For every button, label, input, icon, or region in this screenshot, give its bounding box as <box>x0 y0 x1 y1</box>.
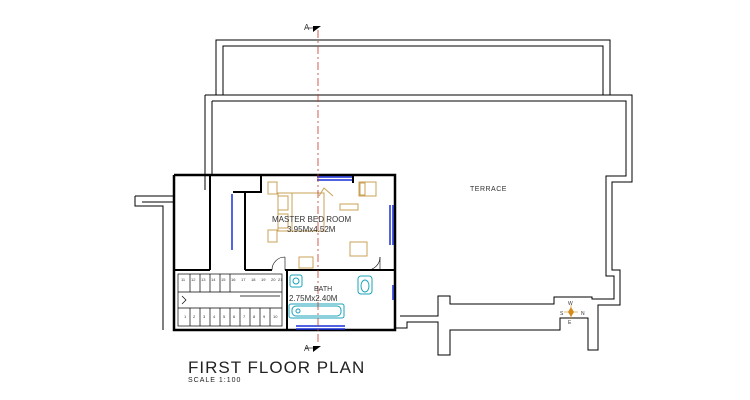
washbasin <box>289 274 303 288</box>
stair-number: 18 <box>251 277 256 282</box>
stair-number: 21 <box>278 277 283 282</box>
top-balcony <box>215 39 611 96</box>
section-label-bottom: A <box>304 344 310 353</box>
stair-number: 19 <box>261 277 266 282</box>
stair-number: 7 <box>243 314 246 319</box>
stair-number: 6 <box>233 314 236 319</box>
bathtub <box>288 303 345 319</box>
compass-w: W <box>568 301 573 307</box>
building-walls <box>172 173 397 332</box>
armchair <box>358 181 377 197</box>
nightstand-bottom <box>267 229 278 243</box>
stair-number: 20 <box>271 277 276 282</box>
stair-number: 13 <box>201 277 206 282</box>
stair-number: 16 <box>231 277 236 282</box>
stair-number: 12 <box>191 277 196 282</box>
bed <box>277 192 325 232</box>
drawing-scale: SCALE 1:100 <box>188 377 242 384</box>
desk-chair <box>298 256 314 269</box>
stair-number: 1 <box>184 314 187 319</box>
stair-number: 2 <box>193 314 196 319</box>
stair-number: 14 <box>211 277 216 282</box>
stair-number: 17 <box>241 277 246 282</box>
toilet <box>357 275 373 295</box>
windows <box>231 176 394 330</box>
compass-n: N <box>581 311 585 317</box>
room-label-bath: BATH <box>314 286 333 293</box>
drawing-title: FIRST FLOOR PLAN <box>188 358 366 377</box>
bath-fixtures <box>288 274 373 319</box>
stair-number: 3 <box>203 314 206 319</box>
compass-e: E <box>568 320 572 326</box>
stair-number: 10 <box>273 314 278 319</box>
section-label-top: A <box>304 23 310 32</box>
stair-number: 9 <box>263 314 266 319</box>
compass-s: S <box>560 311 564 317</box>
room-size-bath: 2.75Mx2.40M <box>289 294 338 303</box>
compass-icon <box>564 305 578 319</box>
staircase <box>177 273 283 327</box>
terrace-boundary <box>204 94 633 356</box>
stair-number: 15 <box>221 277 226 282</box>
section-markers <box>313 26 321 352</box>
left-balcony <box>134 195 174 330</box>
interior-walls <box>174 175 395 330</box>
room-label-terrace: TERRACE <box>470 186 507 193</box>
stair-number: 4 <box>213 314 216 319</box>
side-table <box>339 203 359 211</box>
stair-number: 8 <box>253 314 256 319</box>
bedroom-furniture <box>267 181 377 269</box>
nightstand-top <box>267 181 278 195</box>
stair-number: 5 <box>223 314 226 319</box>
chair <box>349 241 368 257</box>
room-size-master-bed: 3.95Mx4.52M <box>287 225 336 234</box>
stair-number: 11 <box>181 277 186 282</box>
doors <box>271 256 381 271</box>
room-label-master-bed: MASTER BED ROOM <box>272 215 352 224</box>
